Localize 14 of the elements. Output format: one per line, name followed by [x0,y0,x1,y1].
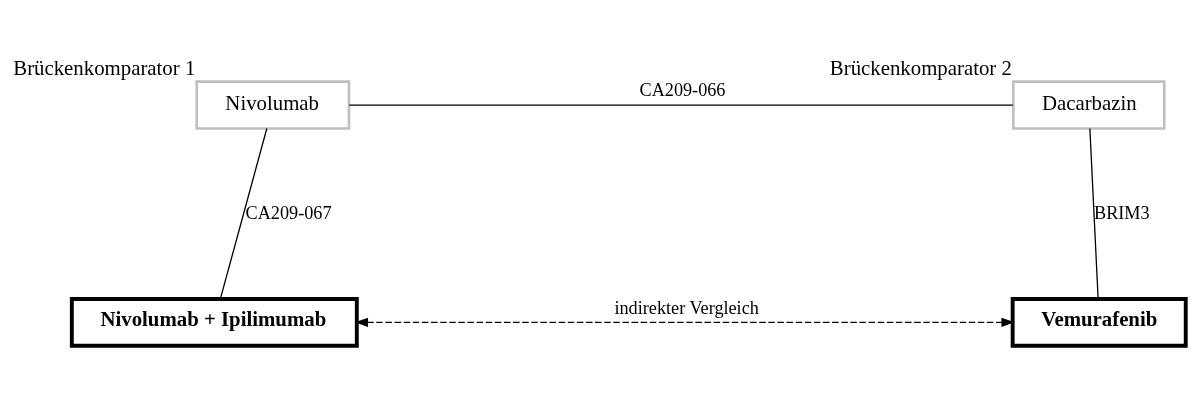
node-box: Vemurafenib [1010,296,1188,348]
edge-label: CA209-067 [245,202,332,223]
node-label: Brückenkomparator 1 [13,55,196,80]
connector [219,127,268,299]
node-label: Brückenkomparator 2 [829,55,1012,80]
connector [1089,127,1099,299]
node-box: Nivolumab [195,79,351,130]
connector [348,103,1014,106]
edge-label: CA209-066 [639,79,726,100]
arrow [355,317,1015,327]
edge-label: indirekter Vergleich [614,297,759,318]
node-box: Nivolumab + Ipilimumab [69,296,359,348]
node-box: Dacarbazin [1012,79,1166,130]
edge-label: BRIM3 [1094,202,1150,223]
